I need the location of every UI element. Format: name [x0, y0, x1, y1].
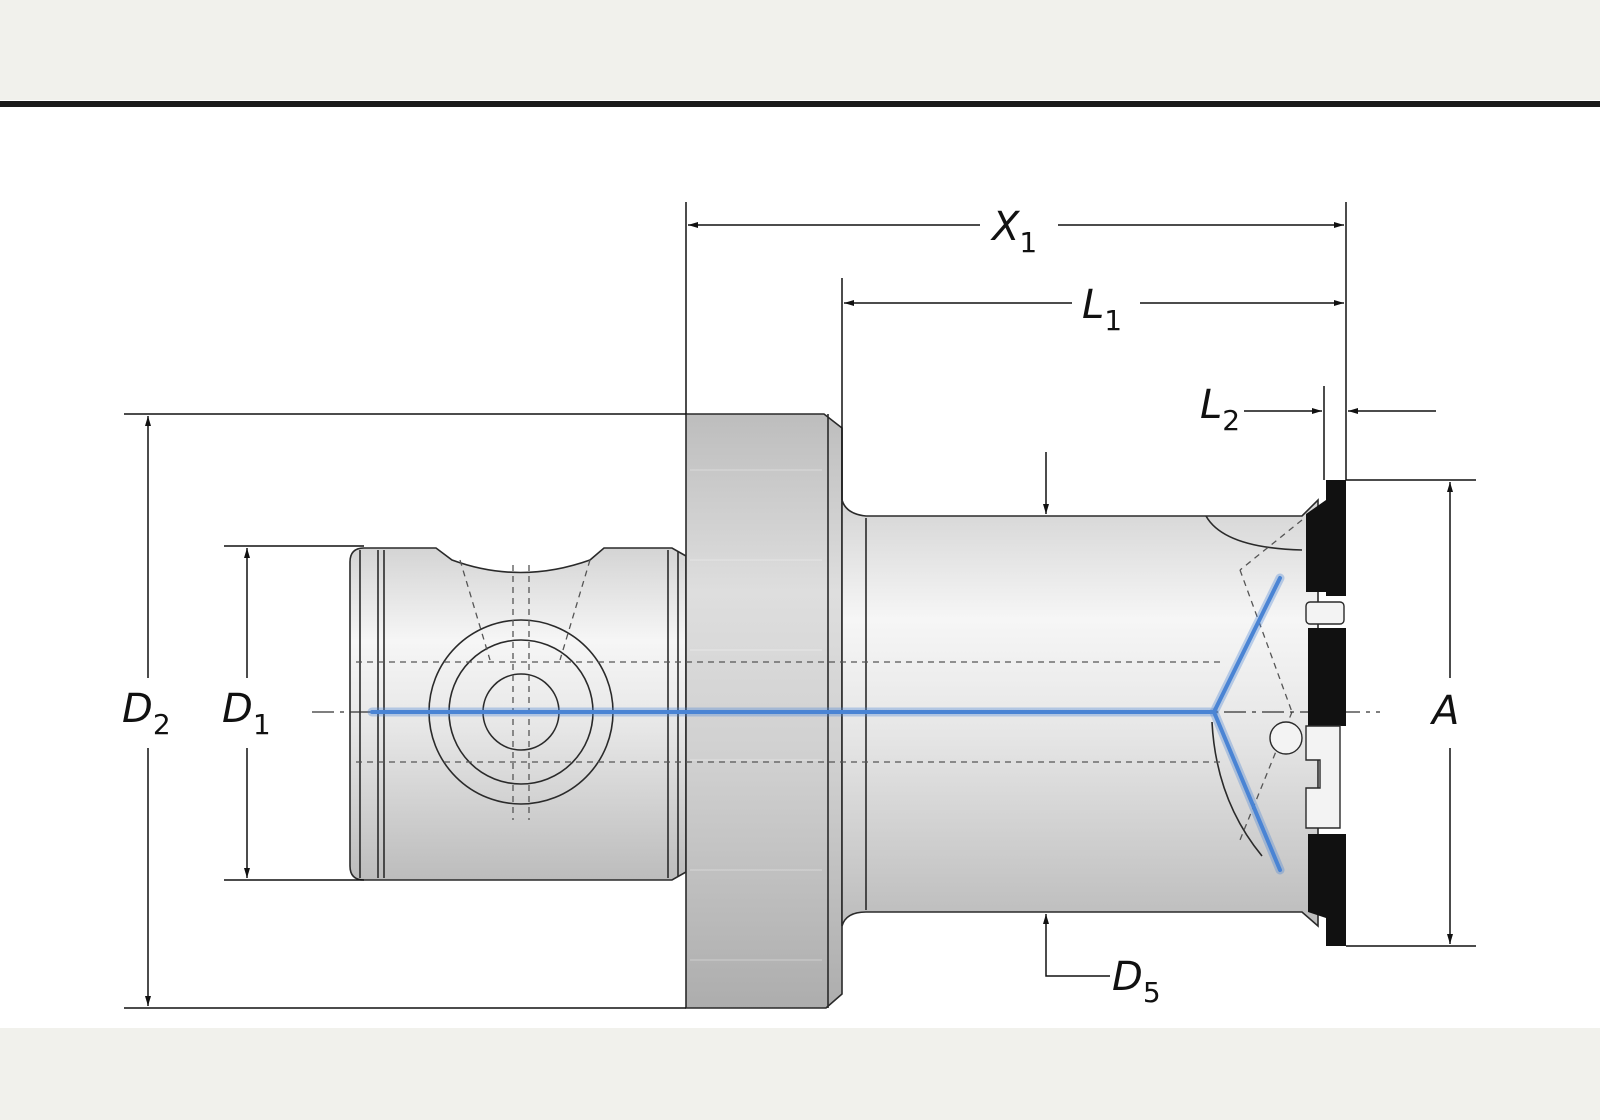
insert-pocket-arc-bottom	[1211, 721, 1263, 857]
top-rule	[0, 101, 1600, 107]
l1-label: L1	[1082, 282, 1122, 337]
insert-top	[1306, 480, 1346, 596]
insert-pocket-arc-top	[1205, 515, 1303, 551]
insert-seat-bottom	[1305, 725, 1341, 829]
d1-label: D1	[222, 686, 271, 741]
coolant-channel-lower	[1212, 710, 1282, 872]
a-label: A	[1429, 688, 1459, 734]
top-band	[0, 0, 1600, 95]
d2-label: D2	[122, 686, 171, 741]
cutting-inserts	[1269, 480, 1346, 946]
flange-texture	[690, 469, 822, 961]
d5-leader-bottom	[1043, 914, 1110, 977]
l2-label: L2	[1200, 382, 1240, 437]
hidden-lines	[356, 519, 1303, 841]
insert-seat-top	[1305, 601, 1345, 625]
insert-middle	[1308, 628, 1346, 726]
coolant-channels	[367, 573, 1285, 875]
dimension-lines	[124, 202, 1476, 1009]
x1-label: X1	[990, 204, 1037, 259]
d5-label: D5	[1112, 954, 1161, 1009]
insert-bottom	[1308, 834, 1346, 946]
insert-screw	[1269, 721, 1303, 755]
bottom-band	[0, 1028, 1600, 1120]
